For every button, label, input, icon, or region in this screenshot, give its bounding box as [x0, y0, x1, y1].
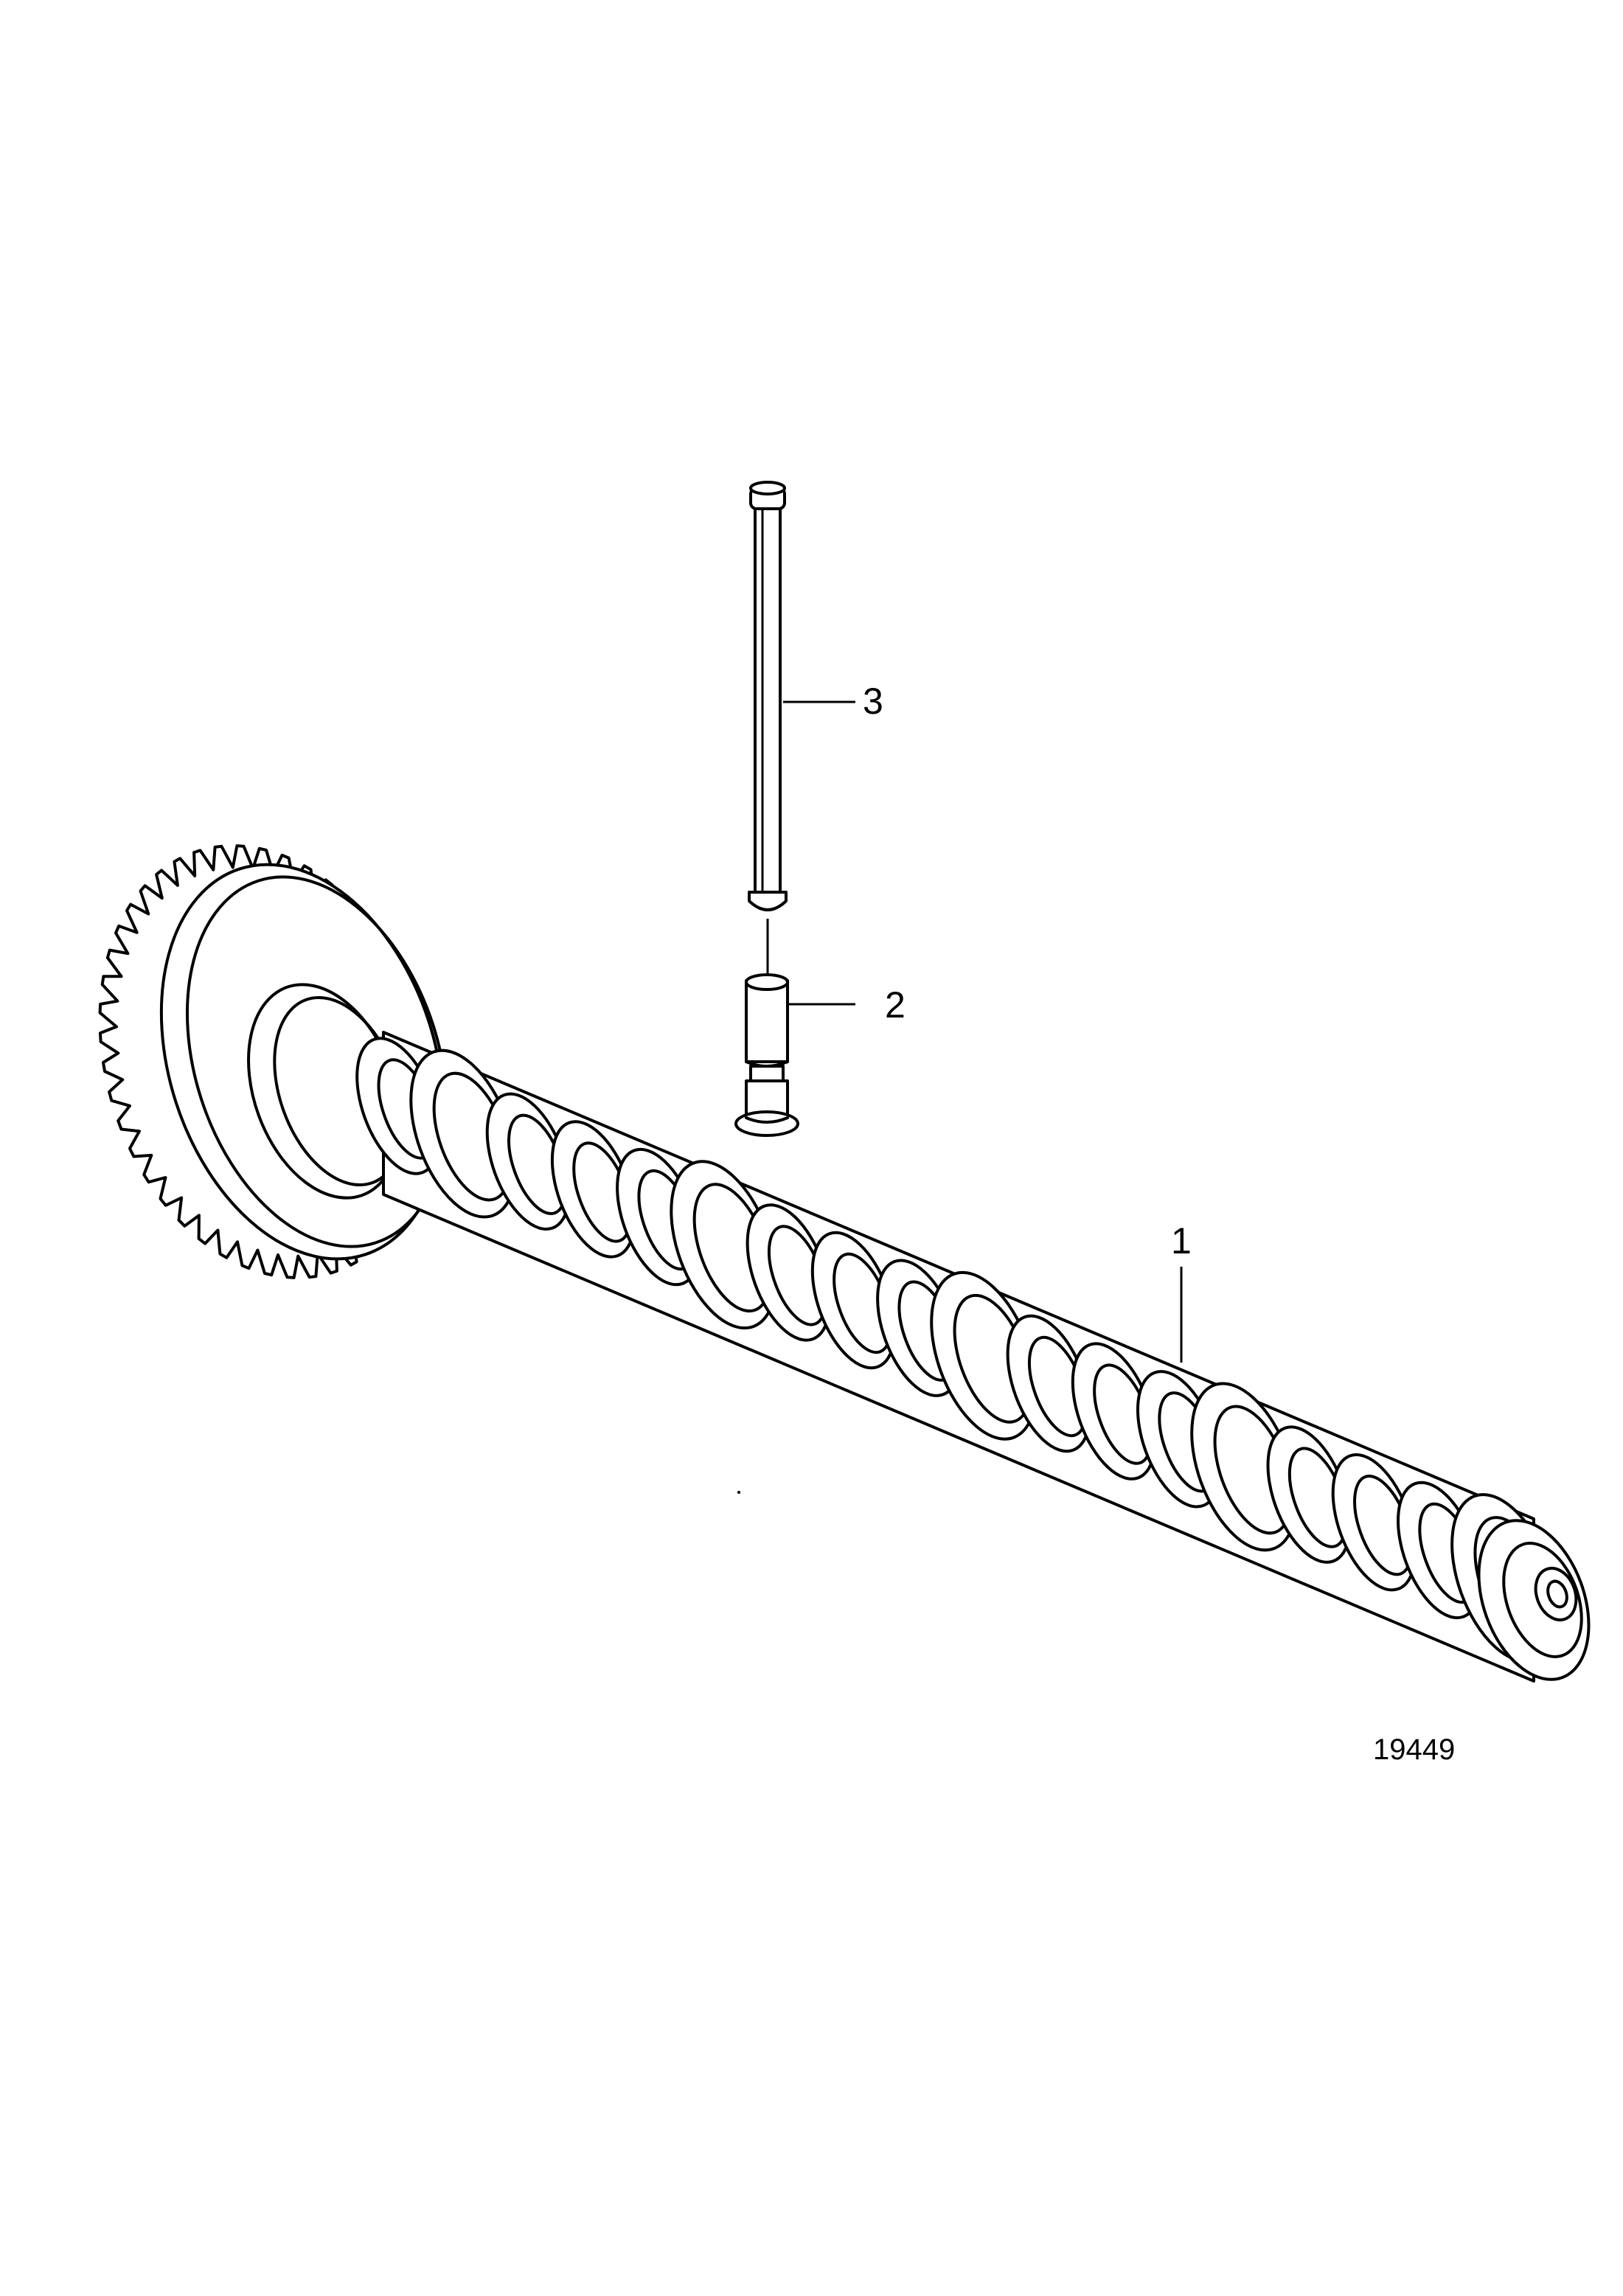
camshaft-front-end — [1477, 1519, 1591, 1681]
callout-2-label: 2 — [885, 984, 906, 1026]
push-rod — [748, 481, 788, 981]
callout-1-label: 1 — [1171, 1220, 1192, 1262]
valve-tappet — [734, 973, 799, 1137]
stray-dot — [737, 1491, 740, 1494]
camshaft — [98, 844, 1591, 1683]
callout-3-label: 3 — [863, 681, 883, 722]
camshaft-body — [355, 1031, 1558, 1683]
figure-number: 19449 — [1373, 1733, 1455, 1766]
